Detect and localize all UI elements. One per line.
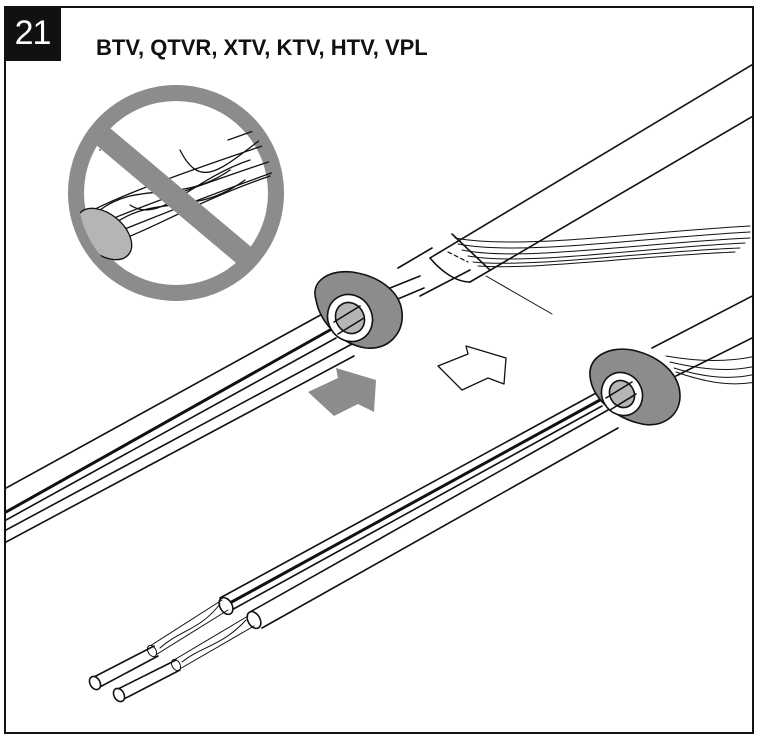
cable-type-title: BTV, QTVR, XTV, KTV, HTV, VPL — [96, 35, 428, 60]
stranded-conductors — [146, 599, 255, 672]
filled-arrow-icon — [308, 368, 376, 416]
pulled-braid — [451, 225, 751, 271]
upper-seal — [314, 270, 403, 349]
prohibition-sign-icon — [68, 85, 284, 301]
upper-cable — [6, 63, 752, 543]
lower-cable — [88, 295, 752, 703]
outline-arrow-icon — [437, 345, 507, 391]
step-number: 21 — [4, 6, 61, 61]
lower-seal — [589, 348, 681, 426]
